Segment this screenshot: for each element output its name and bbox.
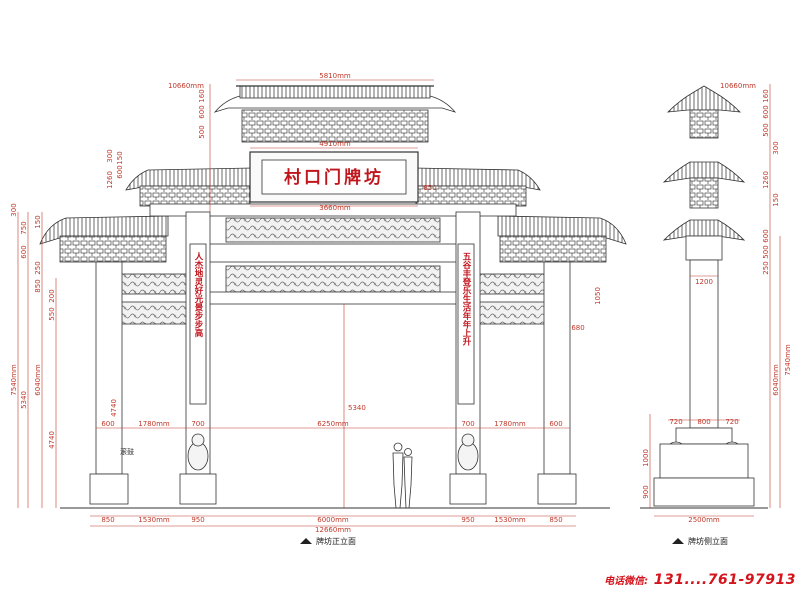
couplet-panel-left [189, 243, 207, 405]
dim-side-base-2: 720 [725, 418, 738, 426]
dim-pier-4: 700 [461, 420, 474, 428]
couplets: 人杰地灵好光景步步高 五谷丰登乐生活年年上升 [193, 251, 472, 346]
dim-left-300: 300 [10, 203, 18, 216]
gate-title: 村口门牌坊 [284, 167, 384, 188]
dim-side-base-1: 800 [697, 418, 710, 426]
dim-side-160: 160 [762, 89, 770, 102]
dim-ul-1260: 1260 [106, 171, 114, 189]
upper-beam [149, 203, 517, 217]
dimension-labels: 5810mm 10660mm 4910mm 3660mm 850 5340 60… [10, 72, 792, 534]
pillar-outer-left [95, 261, 123, 475]
dim-side-250: 250 [762, 261, 770, 274]
dim-pier-5: 1780mm [494, 420, 526, 428]
pillar-outer-right [543, 261, 571, 475]
dim-total-height-front: 10660mm [168, 82, 204, 90]
dim-ul-150: 150 [116, 151, 124, 164]
dim-opening-height: 5340 [348, 404, 366, 412]
dim-span-850: 850 [423, 184, 436, 192]
dim-ul-500: 500 [198, 125, 206, 138]
caption-front: 牌坊正立面 [316, 536, 356, 546]
dim-left-850: 850 [34, 279, 42, 292]
dim-side-300: 300 [772, 141, 780, 154]
dim-mid-width: 3660mm [319, 204, 351, 212]
couplet-left: 人杰地灵好光景步步高 [193, 251, 204, 337]
dim-left-4740b: 4740 [110, 399, 118, 417]
dim-left-550: 550 [48, 307, 56, 320]
dim-bottom-5: 1530mm [494, 516, 526, 524]
dim-pier-2: 700 [191, 420, 204, 428]
dim-left-6040: 6040mm [34, 364, 42, 396]
dim-bottom-4: 950 [461, 516, 474, 524]
dim-left-4740a: 4740 [48, 431, 56, 449]
dim-left-150: 150 [34, 215, 42, 228]
couplet-right: 五谷丰登乐生活年年上升 [461, 252, 472, 346]
dim-side-1260: 1260 [762, 171, 770, 189]
contact-info: 电话微信: 131....761-97913 [604, 569, 796, 588]
dim-side-base-0: 720 [669, 418, 682, 426]
dim-pier-6: 600 [549, 420, 562, 428]
stone-lion-left [187, 433, 209, 471]
dim-side-base-width: 2500mm [688, 516, 720, 524]
dim-bottom-2: 950 [191, 516, 204, 524]
dim-bottom-6: 850 [549, 516, 562, 524]
dim-bottom-0: 850 [101, 516, 114, 524]
dim-left-5340: 5340 [20, 391, 28, 409]
front-elevation: 村口门牌坊 [39, 85, 627, 509]
dimension-lines [17, 79, 781, 527]
dim-plaque-width: 4910mm [319, 140, 351, 148]
dim-right-1050: 1050 [594, 287, 602, 305]
dim-side-column: 1200 [695, 278, 713, 286]
dim-side-500a: 500 [762, 123, 770, 136]
dim-left-200: 200 [48, 289, 56, 302]
couplet-panel-right [457, 243, 475, 405]
middle-roof-left [125, 167, 253, 207]
carved-frieze-lower [225, 265, 441, 293]
dim-side-600a: 600 [762, 105, 770, 118]
dim-left-250: 250 [34, 261, 42, 274]
dim-side-top: 10660mm [720, 82, 756, 90]
contact-number: 131....761-97913 [653, 572, 796, 588]
dim-side-150: 150 [772, 193, 780, 206]
dim-pier-0: 600 [101, 420, 114, 428]
carved-frieze-upper [225, 217, 441, 243]
side-elevation [640, 85, 768, 509]
caption-side: 牌坊侧立面 [688, 536, 728, 546]
top-roof [213, 85, 457, 143]
side-roof-left [39, 215, 169, 263]
human-figures [392, 442, 413, 509]
dim-left-7540: 7540mm [10, 364, 18, 396]
dim-pier-3: 6250mm [317, 420, 349, 428]
dim-ul-600b: 600 [116, 165, 124, 178]
dim-left-750: 750 [20, 221, 28, 234]
side-column [689, 259, 719, 429]
middle-roof-right [413, 167, 541, 207]
dim-side-left-1000: 1000 [642, 449, 650, 467]
dim-top-roof-width: 5810mm [319, 72, 351, 80]
contact-label: 电话微信: [604, 576, 649, 587]
dim-bottom-1: 1530mm [138, 516, 170, 524]
captions: 牌坊正立面 牌坊侧立面 [300, 536, 728, 546]
dim-ul-160: 160 [198, 89, 206, 102]
dim-side-6040: 6040mm [772, 364, 780, 396]
dim-ul-600a: 600 [198, 105, 206, 118]
dim-bottom-total: 12660mm [315, 526, 351, 534]
dim-bottom-3: 6000mm [317, 516, 349, 524]
side-roof-right [497, 215, 627, 263]
dim-side-600: 600 [762, 229, 770, 242]
dim-ul-300: 300 [106, 149, 114, 162]
dim-left-600: 600 [20, 245, 28, 258]
dim-right-680: 680 [571, 324, 584, 332]
dim-pier-1: 1780mm [138, 420, 170, 428]
stone-lion-right [457, 433, 479, 471]
dim-side-left-900: 900 [642, 485, 650, 498]
dim-side-7540: 7540mm [784, 344, 792, 376]
base-note: 滚鼓 [120, 447, 134, 456]
dim-side-500: 500 [762, 245, 770, 258]
